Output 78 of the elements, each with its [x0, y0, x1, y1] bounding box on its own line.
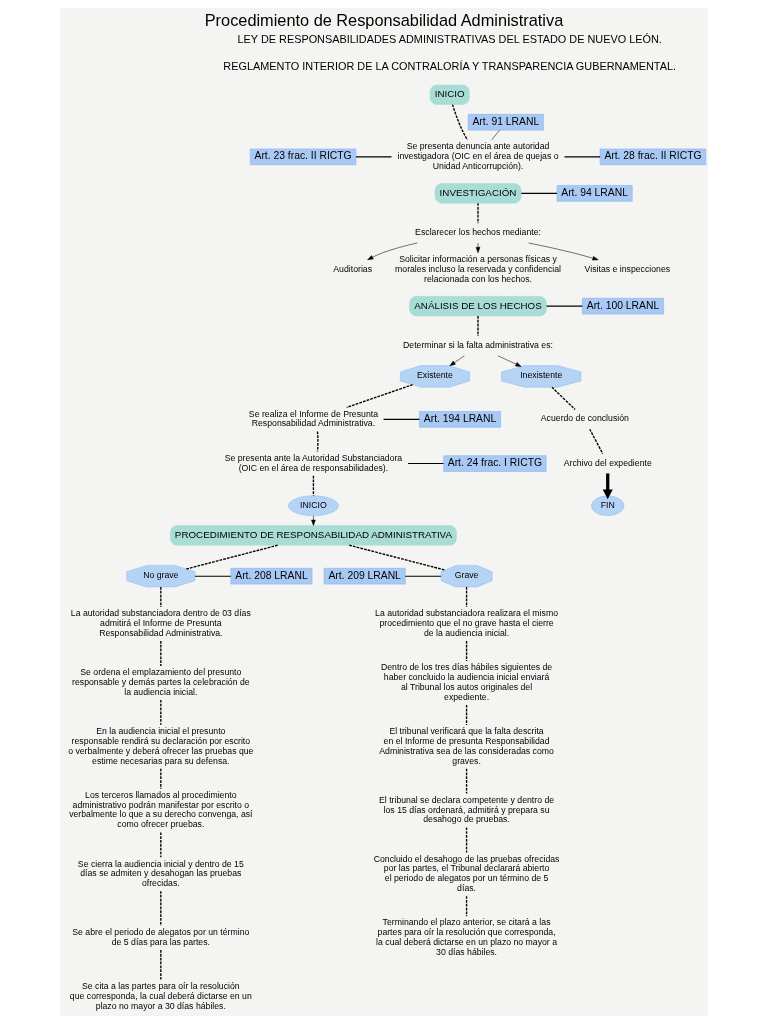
node-box: INICIO	[429, 84, 470, 105]
connector	[465, 768, 468, 795]
node-text: Los terceros llamados al procedimiento administrativo podrán manifestar por escrito o verbalmente lo que a su derecho convenga, así como ofrecer pruebas.	[69, 789, 253, 830]
connector	[465, 704, 468, 726]
label: LEY DE RESPONSABILIDADES ADMINISTRATIVAS DEL ESTADO DE NUEVO LEÓN.	[237, 33, 662, 46]
connector	[477, 315, 479, 337]
connector	[563, 156, 601, 158]
connector	[160, 699, 162, 726]
arrow	[475, 242, 481, 253]
node-ellipse: FIN	[591, 495, 625, 516]
node-text: Acuerdo de conclusión	[540, 413, 629, 424]
connector	[477, 202, 479, 224]
node-text: Determinar si la falta administrativa es:	[403, 340, 553, 351]
connector	[160, 831, 162, 859]
arrow	[528, 242, 599, 261]
node-box: Art. 28 frac. II RICTG	[599, 148, 707, 165]
connector	[465, 826, 468, 854]
connector	[407, 463, 445, 465]
connector	[551, 386, 576, 411]
node-text: Se realiza el Informe de Presunta Responsabilidad Administrativa.	[248, 408, 379, 429]
node-text: Se cierra la audiencia inicial y dentro de 15 días se admiten y desahogan las pruebas ofrecidas.	[77, 858, 244, 889]
connector	[160, 640, 162, 667]
node-text: Se presenta denuncia ante autoridad investigadora (OIC en el área de quejas o Unidad Anticorrupción).	[397, 141, 559, 171]
connector	[451, 103, 469, 141]
node-box: INVESTIGACIÓN	[434, 183, 522, 204]
node-box: Art. 100 LRANL	[582, 298, 664, 315]
node-text: Se ordena el emplazamiento del presunto responsable y demás partes la celebración de la audiencia inicial.	[72, 667, 250, 697]
node-text: Esclarecer los hechos mediante:	[415, 227, 541, 238]
node-box: Art. 24 frac. I RICTG	[443, 455, 547, 472]
connector	[160, 586, 162, 608]
connector	[312, 475, 315, 497]
node-text: El tribunal se declara competente y dentro de los 15 días ordenará, admitirá y prepara su desahogo de pruebas.	[379, 794, 555, 825]
node-box: Art. 209 LRANL	[323, 568, 406, 585]
label: REGLAMENTO INTERIOR DE LA CONTRALORÍA Y TRANSPARENCIA GUBERNAMENTAL.	[223, 59, 676, 72]
node-text: La autoridad substanciadora realizara el mismo procedimiento que el no grave hasta el cierre de la audiencia inicial.	[375, 608, 558, 638]
connector	[160, 890, 162, 927]
node-text: Dentro de los tres días hábiles siguientes de haber concluido la audiencia inicial enviará al Tribunal los autos originales del expediente.	[380, 662, 553, 702]
connector	[546, 305, 583, 307]
connector	[465, 640, 468, 662]
node-text: Visitas e inspecciones	[584, 263, 671, 274]
node-text: Terminando el plazo anterior, se citará a las partes para oír la resolución que corresponda, la cual deberá dictarse en un plazo no mayor a 30 días hábiles.	[376, 917, 558, 957]
node-box: Art. 23 frac. II RICTG	[249, 148, 357, 165]
connector	[194, 575, 232, 577]
node-box: Art. 91 LRANL	[467, 114, 544, 131]
node-text: Se presenta ante la Autoridad Substanciadora (OIC en el área de responsabilidades).	[224, 452, 403, 473]
node-box: Art. 94 LRANL	[556, 185, 633, 202]
connector	[160, 949, 162, 981]
arrow	[367, 242, 418, 261]
node-box: PROCEDIMIENTO DE RESPONSABILIDAD ADMINISTRATIVA	[170, 525, 457, 546]
connector	[348, 544, 446, 571]
node-text: Solicitar información a personas físicas y morales incluso la reservada y confidencial relacionada con los hechos.	[395, 253, 561, 284]
node-text: La autoridad substanciadora dentro de 03 días admitirá el Informe de Presunta Responsabilidad Administrativa.	[70, 608, 251, 638]
node-text: Concluido el desahogo de las pruebas ofrecidas por las partes, el Tribunal declarará abierto el periodo de alegatos por un término de 5 días.	[373, 853, 560, 894]
connector	[355, 156, 393, 158]
connector	[185, 544, 279, 570]
connector	[465, 895, 468, 917]
connector	[404, 575, 442, 577]
connector	[383, 418, 420, 420]
node-text: En la audiencia inicial el presunto responsable rendirá su declaración por escrito o verbalmente y deberá ofrecer las pruebas que estime necesarias para su defensa.	[68, 726, 254, 766]
connector	[346, 384, 414, 409]
node-text: Archivo del expediente	[563, 457, 652, 468]
connector	[589, 428, 604, 455]
node-text: Se abre el periodo de alegatos por un término de 5 días para las partes.	[72, 927, 250, 947]
node-ellipse: INICIO	[288, 495, 339, 516]
node-box: Art. 194 LRANL	[419, 411, 501, 428]
arrow	[497, 355, 522, 367]
node-box: ANÁLISIS DE LOS HECHOS	[409, 296, 547, 317]
node-text: El tribunal verificará que la falta descrita en el Informe de presunta Responsabilidad Administrativa sea de las consideradas como graves.	[379, 726, 554, 766]
node-text: Se cita a las partes para oír la resolución que corresponda, la cual deberá dictarse en un plazo no mayor a 30 días hábiles.	[69, 981, 252, 1011]
connector	[465, 586, 468, 608]
connector	[160, 768, 162, 790]
node-text: Auditorias	[333, 263, 373, 274]
diagram-title: Procedimiento de Responsabilidad Administrativa	[204, 10, 564, 29]
arrow	[449, 355, 465, 366]
node-box: Art. 208 LRANL	[230, 568, 313, 585]
arrow	[311, 515, 316, 526]
connector	[316, 430, 319, 453]
connector	[520, 192, 558, 194]
